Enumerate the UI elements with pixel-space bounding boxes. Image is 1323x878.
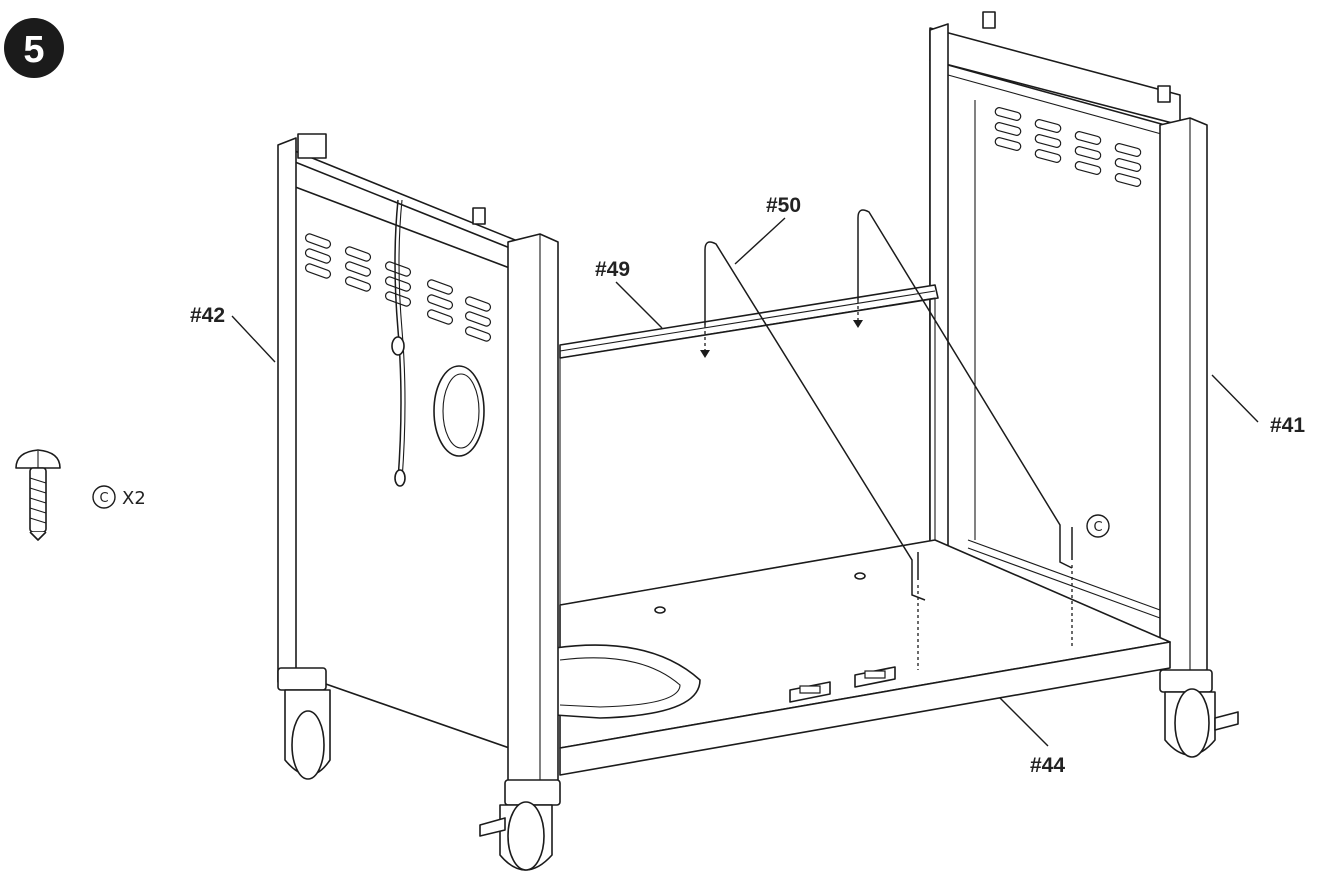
label-42: #42: [190, 304, 225, 327]
hardware-callout: C X2: [15, 449, 146, 541]
left-side-panel: [277, 133, 559, 787]
caster-wheel-icon: [277, 667, 1239, 871]
step-number: 5: [23, 29, 44, 71]
hardware-quantity: X2: [122, 488, 146, 509]
hardware-letter: C: [99, 491, 108, 506]
callout-c-circle: [1086, 514, 1110, 538]
back-cross-rail: [559, 284, 939, 359]
label-49: #49: [595, 258, 630, 281]
label-44: #44: [1030, 754, 1065, 777]
igniter-wire: [394, 199, 402, 481]
callout-c-letter: C: [1093, 520, 1102, 535]
step-badge-icon: [4, 18, 64, 78]
screw-icon: [15, 449, 61, 541]
step-badge: 5: [4, 18, 64, 78]
part-labels: #42 #41 #49 #50 #44: [190, 194, 1305, 777]
right-vents: [994, 107, 1142, 187]
left-vents: [304, 233, 492, 342]
label-50: #50: [766, 194, 801, 217]
label-41: #41: [1270, 414, 1305, 437]
hardware-letter-circle: [92, 485, 116, 509]
shelf-brackets: [789, 666, 896, 703]
bottom-shelf: [554, 539, 1171, 776]
hook-rods: [700, 209, 1073, 670]
